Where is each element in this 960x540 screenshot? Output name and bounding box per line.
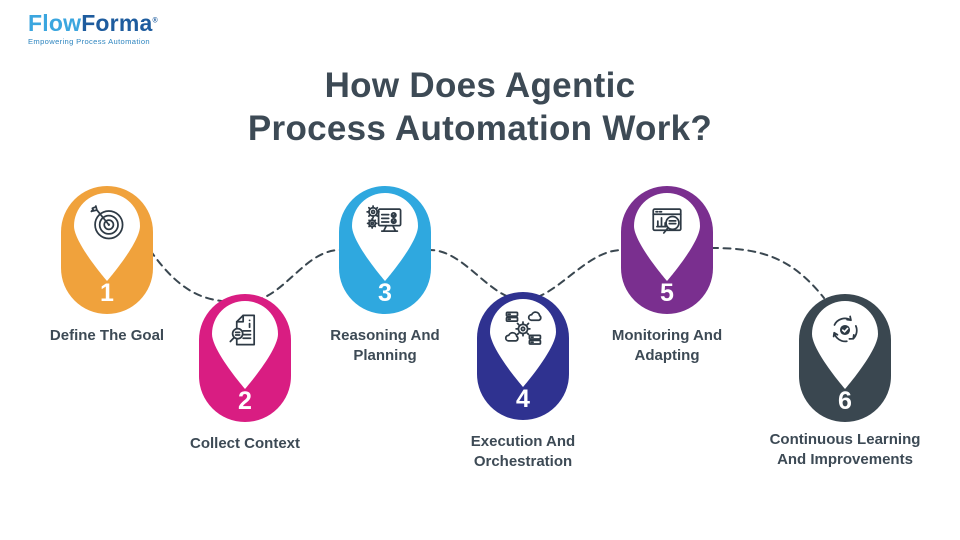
step-number: 4 — [516, 385, 530, 413]
step-1: 1 Define The Goal — [50, 186, 164, 344]
step-label: Collect Context — [189, 435, 300, 452]
chart-magnifier-icon — [645, 200, 689, 244]
flowforma-logo: FlowForma® Empowering Process Automation — [28, 12, 158, 47]
step-4: 4 Execution And Orchestration — [471, 292, 575, 470]
step-3: 3 Reasoning And Planning — [330, 186, 440, 364]
step-pill: 5 — [621, 186, 713, 314]
step-number: 1 — [100, 279, 114, 307]
pin-shape — [634, 193, 700, 281]
step-label: Continuous Learning And Improvements — [769, 431, 921, 469]
step-label: Execution And Orchestration — [470, 433, 576, 471]
logo-tagline: Empowering Process Automation — [28, 37, 151, 46]
step-label: Monitoring And Adapting — [611, 327, 723, 365]
cycle-check-icon — [823, 308, 867, 352]
step-number: 3 — [378, 279, 392, 307]
pin-shape — [352, 193, 418, 281]
title-line-1: How Does Agentic — [324, 66, 636, 105]
step-number: 2 — [238, 387, 252, 415]
registered-mark: ® — [152, 17, 158, 25]
step-pill: 2 — [199, 294, 291, 422]
step-5: 5 Monitoring And Adapting — [612, 186, 722, 364]
target-icon — [85, 200, 129, 244]
step-label: Define The Goal — [49, 327, 165, 344]
pin-shape — [74, 193, 140, 281]
step-label: Reasoning And Planning — [330, 327, 440, 365]
pin-shape — [812, 301, 878, 389]
step-pill: 1 — [61, 186, 153, 314]
logo-wordmark: FlowForma® — [28, 12, 158, 35]
document-search-icon — [223, 308, 267, 352]
step-pill: 6 — [799, 294, 891, 422]
step-pill: 4 — [477, 292, 569, 420]
logo-forma-text: Forma — [81, 10, 153, 36]
orchestration-icon — [501, 306, 545, 350]
page-title: How Does Agentic Process Automation Work… — [0, 64, 960, 151]
step-2: 2 Collect Context — [190, 294, 300, 452]
title-line-2: Process Automation Work? — [247, 109, 713, 149]
gears-monitor-icon — [363, 200, 407, 244]
step-number: 5 — [660, 279, 674, 307]
logo-flow-text: Flow — [28, 10, 82, 36]
step-number: 6 — [838, 387, 852, 415]
step-pill: 3 — [339, 186, 431, 314]
step-6: 6 Continuous Learning And Improvements — [770, 294, 920, 468]
